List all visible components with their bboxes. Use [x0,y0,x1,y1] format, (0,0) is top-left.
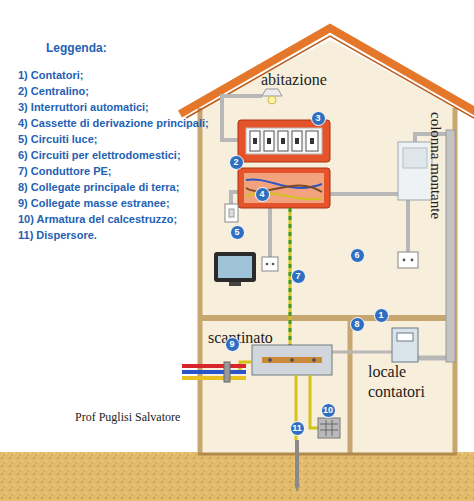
lamp-shade [262,89,282,96]
earth-collector [252,345,332,375]
legend-item: 10) Armatura del calcestruzzo; [18,212,177,226]
breaker [306,131,318,151]
riser-label: colonna montante [427,112,444,219]
callout-number: 6 [350,248,365,263]
breaker [278,131,288,151]
pipe-yellow [182,376,246,380]
house-wall-fill [200,40,455,455]
bar-screw [268,358,272,362]
room-name: abitazione [261,70,381,90]
earth-rod [295,440,299,484]
bar-screw [290,358,294,362]
meter-display [397,333,413,341]
roof-edge [186,36,474,118]
breaker [292,131,302,151]
roof [180,28,474,114]
earth-bar [262,357,322,363]
ground-texture [0,452,474,501]
tv-stand [229,282,241,286]
conduit [332,351,392,354]
callout-number: 4 [255,187,270,202]
junction-box [238,168,330,208]
tv-set [214,252,256,282]
legend-item: 5) Circuiti luce; [18,132,97,146]
breaker [264,131,274,151]
ground [0,452,474,501]
cabinet-door [403,148,427,168]
legend-item: 4) Cassette di derivazione principali; [18,116,209,130]
legend-item: 6) Circuiti per elettrodomestici; [18,148,181,162]
legend-item: 2) Centralino; [18,84,89,98]
callout-number: 7 [291,269,306,284]
socket [398,252,418,268]
callout-number: 8 [350,317,365,332]
rebar-grid [320,420,338,436]
socket-hole [272,263,275,266]
rebar [318,418,340,438]
room-area: abitazione [203,58,453,316]
socket-hole [403,259,406,262]
callout-number: 10 [321,403,336,418]
conduit [330,194,408,252]
left-wall [198,108,203,455]
riser-pipe [446,130,455,362]
callout-number: 3 [311,111,326,126]
light-switch [225,204,238,222]
socket-hole [411,259,414,262]
tv-screen [218,256,252,278]
callout-number: 2 [229,155,244,170]
energy-meter [392,328,418,362]
bar-screw [312,358,316,362]
legend-heading: Leggenda: [46,41,107,55]
pipe-clamp [224,362,230,382]
author-credit: Prof Puglisi Salvatore [75,410,180,425]
junction-inside [244,173,324,203]
pipe-blue [182,370,246,374]
room-name: locale contatori [368,362,442,402]
foundation-line [198,453,457,456]
lamp-bulb [268,96,276,104]
legend-item: 1) Contatori; [18,68,83,82]
floor-slab [198,315,457,321]
conduit [231,192,238,205]
callout-number: 11 [290,421,305,436]
switch-key [229,209,234,217]
breaker-toggle [295,138,299,144]
partition-wall [348,318,353,455]
room-area: locale contatori [354,322,452,452]
legend-item: 11) Dispersore. [18,228,97,242]
callout-number: 5 [230,225,245,240]
conduit [268,208,272,257]
breaker-toggle [267,138,271,144]
pipe-red [182,364,246,368]
breaker-toggle [253,138,257,144]
earth-rod-tip [294,484,300,492]
socket-hole [266,263,269,266]
panel-plate [246,128,322,154]
socket [262,257,278,271]
breaker-toggle [281,138,285,144]
breaker [250,131,260,151]
conduit [418,356,450,361]
cabinet [398,142,432,200]
callout-number: 1 [374,308,389,323]
legend-item: 7) Conduttore PE; [18,164,112,178]
callout-number: 9 [225,337,240,352]
breaker-toggle [310,138,314,144]
legend-item: 3) Interruttori automatici; [18,100,149,114]
earth-wire [310,375,318,428]
legend-item: 8) Collegate principale di terra; [18,180,179,194]
panel-box [238,120,330,162]
legend-item: 9) Collegate masse estranee; [18,196,170,210]
